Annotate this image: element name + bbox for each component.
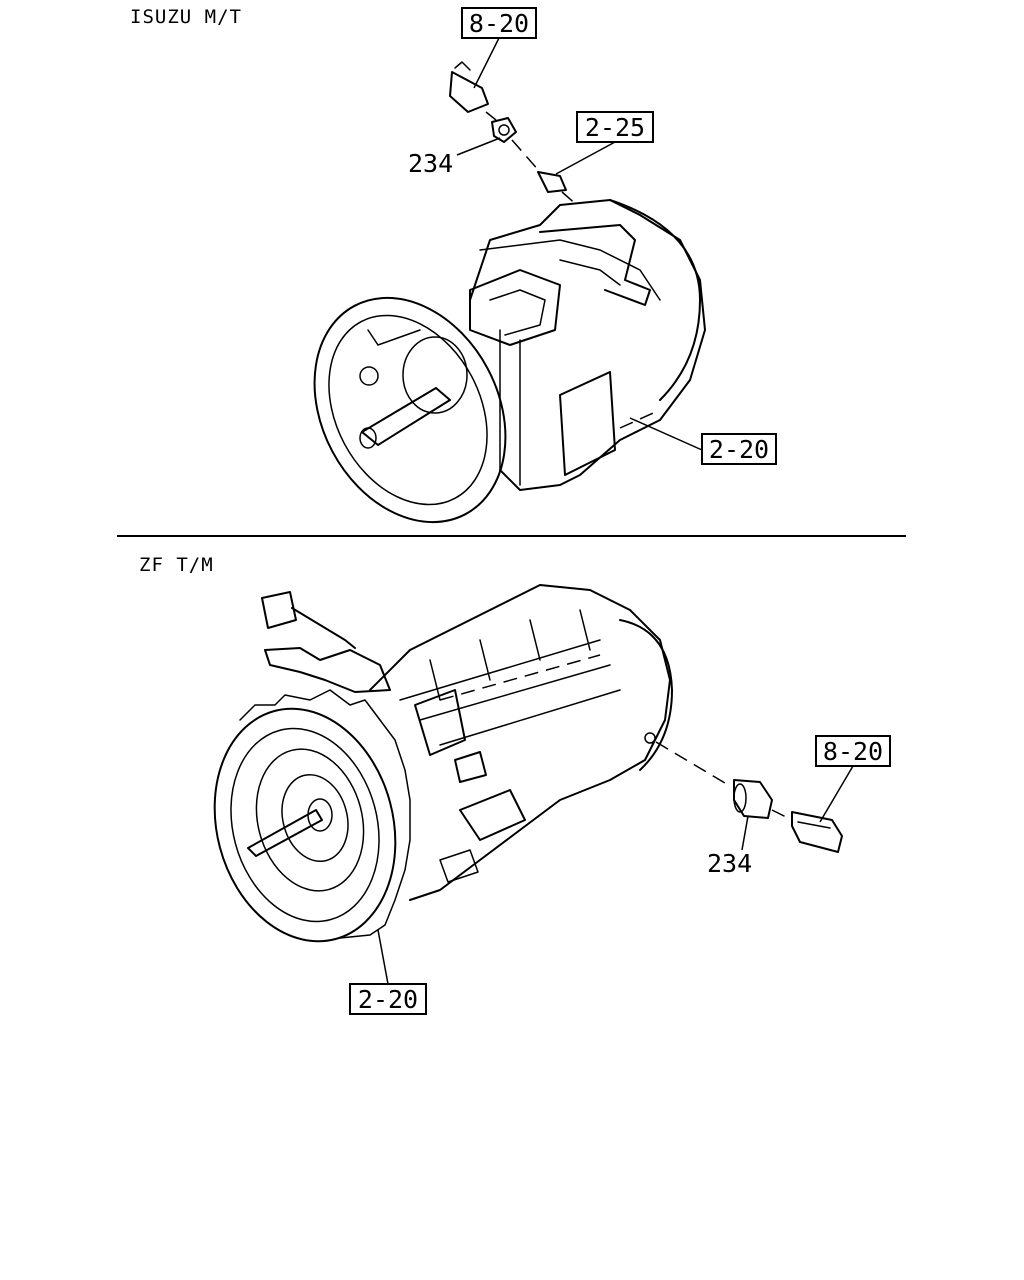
bell-housing-outer <box>213 707 397 943</box>
callout-ref: 2-20 <box>709 435 769 464</box>
leader-8-20 <box>473 37 500 89</box>
leader-234 <box>741 815 749 851</box>
bell-housing-inner <box>328 314 488 506</box>
sensor-face <box>733 783 747 813</box>
leader-2-20 <box>377 929 389 985</box>
section-title-zf: ZF T/M <box>139 554 214 576</box>
lower-fitting <box>439 849 479 883</box>
shaft-end <box>359 427 377 449</box>
zf-sensor-234 <box>733 779 773 819</box>
centerline <box>619 409 661 429</box>
rear-case <box>609 199 701 401</box>
assembly-line-3 <box>561 191 579 207</box>
main-case-outline <box>469 199 706 491</box>
callout-zf-8-20[interactable]: 8-20 <box>815 735 891 767</box>
section-zf-tm: ZF T/M <box>139 554 891 1015</box>
callout-isuzu-2-25[interactable]: 2-25 <box>576 111 654 143</box>
callout-ref: 2-25 <box>585 113 645 142</box>
part-number-234[interactable]: 234 <box>707 849 752 878</box>
connector-body <box>449 71 489 113</box>
callout-box <box>349 983 427 1015</box>
bell-housing-outer <box>313 296 507 524</box>
housing-hole <box>359 366 379 386</box>
callout-zf-2-20[interactable]: 2-20 <box>349 983 427 1015</box>
section-title-isuzu: ISUZU M/T <box>130 6 242 28</box>
callout-ref: 8-20 <box>469 9 529 38</box>
linkage-arm <box>559 259 621 286</box>
callout-box <box>576 111 654 143</box>
main-case-outline <box>369 584 671 901</box>
pto-cover <box>559 371 616 476</box>
leader-2-25 <box>555 141 616 175</box>
bearing-retainer <box>402 336 468 414</box>
input-shaft <box>247 809 323 857</box>
shift-linkage <box>539 224 651 306</box>
leader-234 <box>456 137 501 156</box>
bell-housing-ring-2 <box>255 748 365 892</box>
isuzu-sensor-234 <box>491 117 517 143</box>
housing-rib <box>367 329 421 346</box>
part-number-234[interactable]: 234 <box>408 149 453 178</box>
isuzu-transmission-drawing <box>313 199 706 524</box>
shift-module <box>414 689 466 756</box>
isuzu-connector-part <box>449 61 489 113</box>
callout-ref: 2-20 <box>358 985 418 1014</box>
assembly-line-1 <box>485 111 497 121</box>
zf-connector-part <box>791 811 843 853</box>
case-ribs <box>399 639 621 746</box>
assembly-line-1 <box>655 741 731 787</box>
callout-isuzu-2-20[interactable]: 2-20 <box>701 433 777 465</box>
linkage-rod <box>291 607 356 649</box>
case-ribs <box>499 329 521 486</box>
leader-2-20 <box>629 417 703 451</box>
assembly-line-2 <box>511 139 541 173</box>
lower-port <box>459 789 526 841</box>
connector-body <box>791 811 843 853</box>
shift-tower <box>469 269 561 346</box>
connector-tab <box>454 61 471 71</box>
sensor-port <box>644 732 656 744</box>
bell-housing-ring-3 <box>281 773 349 863</box>
isuzu-switch-2-25 <box>537 171 567 193</box>
zf-transmission-drawing <box>213 584 673 943</box>
case-ridge <box>479 239 661 301</box>
sensor-body <box>491 117 517 143</box>
switch-body <box>537 171 567 193</box>
callout-isuzu-8-20[interactable]: 8-20 <box>461 7 537 39</box>
connector-edge <box>797 821 831 829</box>
sensor-face <box>498 124 510 136</box>
shift-module-plug <box>454 751 487 783</box>
bell-bolt-lugs <box>239 689 411 939</box>
assembly-line-2 <box>771 809 793 821</box>
case-bosses <box>429 609 591 701</box>
shift-lever <box>264 647 391 693</box>
linkage-bracket <box>261 591 297 629</box>
rear-case <box>619 619 673 771</box>
shift-tower-top <box>489 289 546 336</box>
bell-housing-ring-1 <box>230 727 380 923</box>
case-centerline <box>439 654 601 701</box>
callout-ref: 8-20 <box>823 737 883 766</box>
callout-box <box>815 735 891 767</box>
input-shaft <box>361 387 451 446</box>
section-isuzu-mt: ISUZU M/T <box>130 6 777 524</box>
leader-8-20 <box>819 765 854 823</box>
callout-box <box>701 433 777 465</box>
